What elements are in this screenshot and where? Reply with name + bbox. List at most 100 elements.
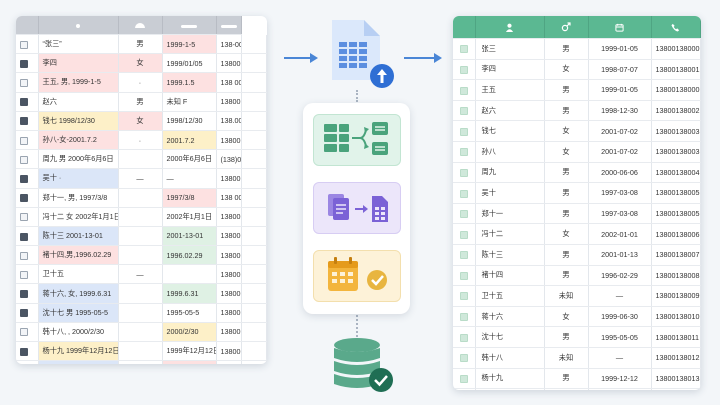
- cell-gender: [118, 149, 163, 170]
- cleaned-row[interactable]: 朱二十男1998-01-0113800138014: [453, 388, 701, 390]
- database-check-icon: [334, 338, 393, 392]
- cell-gender: 男: [544, 244, 589, 266]
- row-checkbox[interactable]: [459, 271, 468, 280]
- cleaned-row[interactable]: 韩十八未知—13800138012: [453, 347, 701, 369]
- row-checkbox-cell: [16, 341, 39, 362]
- row-checkbox[interactable]: [459, 210, 468, 219]
- row-checkbox[interactable]: [459, 45, 468, 54]
- row-checkbox[interactable]: [20, 40, 28, 49]
- merge-documents-step[interactable]: [313, 182, 401, 234]
- row-checkbox[interactable]: [20, 309, 28, 318]
- source-row[interactable]: 朱二十 男.1998-1-11998-1-113800138015: [16, 360, 267, 364]
- cell-name: 蒋十六: [475, 306, 545, 328]
- cell-date: 1999年12月12日: [162, 341, 217, 362]
- cell-date: 2000-06-06: [588, 162, 652, 184]
- row-checkbox[interactable]: [459, 168, 468, 177]
- header-date-col[interactable]: [162, 16, 217, 35]
- row-checkbox[interactable]: [20, 328, 28, 337]
- row-checkbox[interactable]: [459, 86, 468, 95]
- row-checkbox[interactable]: [459, 127, 468, 136]
- row-checkbox[interactable]: [459, 230, 468, 239]
- header-date-col[interactable]: [588, 16, 652, 39]
- row-checkbox[interactable]: [20, 59, 28, 68]
- source-row[interactable]: 杨十九 1999年12月12日1999年12月12日13800138014: [16, 341, 267, 362]
- row-checkbox[interactable]: [20, 232, 28, 241]
- cell-date: [162, 264, 217, 285]
- cell-gender: —: [118, 264, 163, 285]
- row-checkbox[interactable]: [20, 117, 28, 126]
- source-row[interactable]: 卫十五—13800138010: [16, 264, 267, 285]
- row-checkbox[interactable]: [459, 333, 468, 342]
- row-checkbox[interactable]: [20, 155, 28, 164]
- row-checkbox[interactable]: [20, 251, 28, 260]
- row-checkbox[interactable]: [459, 354, 468, 363]
- row-checkbox[interactable]: [20, 174, 28, 183]
- row-checkbox[interactable]: [459, 374, 468, 383]
- cell-gender: 女: [544, 59, 589, 81]
- row-checkbox[interactable]: [459, 65, 468, 74]
- cell-gender: 女: [544, 141, 589, 163]
- header-phone-col[interactable]: [651, 16, 701, 39]
- source-row[interactable]: 冯十二 女 2002年1月1日2002年1月1日13800138007: [16, 207, 267, 227]
- cell-name: 孙八-女-2001.7.2: [38, 130, 119, 151]
- cell-name: 朱二十 男.1998-1-1: [38, 360, 119, 364]
- cell-gender: 女: [118, 53, 163, 74]
- row-checkbox[interactable]: [459, 148, 468, 157]
- row-checkbox[interactable]: [20, 347, 28, 356]
- row-checkbox[interactable]: [20, 136, 28, 145]
- row-checkbox[interactable]: [20, 290, 28, 299]
- row-checkbox[interactable]: [20, 194, 28, 203]
- row-checkbox[interactable]: [459, 107, 468, 116]
- source-row[interactable]: 吴十 ·——13800138005: [16, 168, 267, 189]
- row-checkbox[interactable]: [20, 98, 28, 107]
- row-checkbox[interactable]: [459, 313, 468, 322]
- row-checkbox[interactable]: [459, 251, 468, 260]
- cleaned-row[interactable]: 卫十五未知—13800138009: [453, 285, 701, 307]
- validate-dates-step[interactable]: [313, 250, 401, 302]
- cell-name: 吴十 ·: [38, 168, 119, 189]
- row-checkbox[interactable]: [459, 189, 468, 198]
- header-name-col[interactable]: [38, 16, 119, 35]
- cell-date: 1998-1-1: [162, 360, 217, 364]
- row-checkbox[interactable]: [20, 270, 28, 279]
- cell-gender: [118, 360, 163, 364]
- header-gender-col[interactable]: [544, 16, 589, 39]
- cell-gender: 男: [544, 162, 589, 184]
- row-checkbox[interactable]: [20, 79, 28, 88]
- cell-phone: 13800138000: [651, 79, 701, 101]
- row-checkbox[interactable]: [459, 292, 468, 301]
- row-checkbox[interactable]: [20, 213, 28, 222]
- header-gender-col[interactable]: [118, 16, 163, 35]
- header-phone-col[interactable]: [216, 16, 242, 35]
- split-columns-step[interactable]: [313, 114, 401, 166]
- header-name-col[interactable]: [475, 16, 545, 39]
